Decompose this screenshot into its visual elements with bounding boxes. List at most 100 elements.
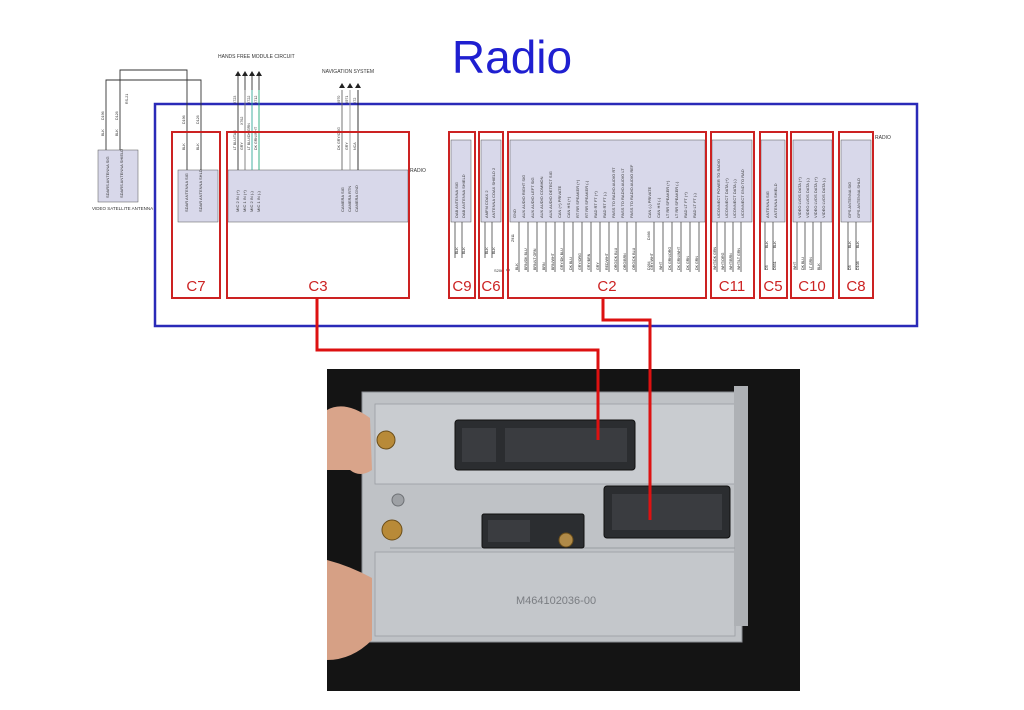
label-c11: C11 bbox=[719, 278, 745, 295]
pin-c6-1: AMFM COAX 2 bbox=[484, 190, 489, 218]
outline-c7 bbox=[171, 131, 221, 299]
wire-c2-11: RED/WHT bbox=[605, 252, 609, 270]
pin-c9-2: DAB ANTENNA SHIELD bbox=[461, 174, 466, 218]
outline-c5 bbox=[759, 131, 788, 299]
link-c3 bbox=[315, 298, 600, 440]
pin-c2-9: RT RR SPEAKER (-) bbox=[584, 180, 589, 218]
wire-c9-1: BLK bbox=[455, 247, 459, 254]
radio-photo: M464102036-00 bbox=[327, 369, 800, 691]
outline-c6 bbox=[478, 131, 504, 299]
hands-free-label: HANDS FREE MODULE CIRCUIT bbox=[218, 54, 295, 60]
antenna-pin-1: SDARS ANTENNA SIG bbox=[105, 156, 110, 198]
wire-c11-1: WHT/DK GRN bbox=[713, 246, 717, 270]
pin-c8-1: GPS ANTENNA SIG bbox=[847, 182, 852, 218]
wire-c11-3: WHT/BRN bbox=[729, 253, 733, 270]
coax-connector-2 bbox=[381, 519, 403, 541]
wire-c2-12: ORG/DK BLU bbox=[614, 247, 618, 270]
antenna-relay: RS-21 bbox=[125, 94, 129, 104]
pin-c2-15: CAN (-) PRIVATE bbox=[647, 186, 652, 218]
pin-c3-5: CAMERA SIG bbox=[340, 187, 345, 212]
part-number: M464102036-00 bbox=[516, 595, 596, 607]
wire-c3-1: LT BLU/TAN bbox=[233, 130, 237, 150]
pin-c8-2: GPS ANTENNA SHLD bbox=[856, 178, 861, 218]
label-c6: C6 bbox=[481, 278, 500, 295]
wire-c8-1: BLK bbox=[848, 241, 852, 248]
hand bbox=[327, 406, 372, 474]
pin-c2-8: RT RR SPEAKER (+) bbox=[575, 179, 580, 218]
pin-c3-2: MIC 1 IN (+) bbox=[242, 189, 247, 212]
pin-c2-10: RAD RT FT (+) bbox=[593, 191, 598, 218]
wire-c2-6: GRY/DK BLU bbox=[560, 248, 564, 270]
pin-c2-18: LT RR SPEAKER (-) bbox=[674, 181, 679, 218]
wire-c10-4: BLK bbox=[817, 263, 821, 270]
wire-c2-15: GRY/WHT bbox=[650, 252, 654, 270]
wire-c3-2: GRY bbox=[240, 142, 244, 150]
pin-c11-4: UCONNECT GND TO RAD bbox=[740, 169, 745, 218]
pin-c3-4: MIC 1 IN (-) bbox=[256, 190, 261, 212]
wire-c2-19: DK GRN bbox=[686, 256, 690, 270]
pin-c11-3: UCONNECT DATA (-) bbox=[732, 179, 737, 218]
connector-labels: C7 C3 C9 C6 C2 C11 C5 C10 C8 bbox=[186, 278, 865, 295]
wire-c2-13: ORG/BRN bbox=[623, 253, 627, 270]
pin-c2-7: CAN HS (+) bbox=[566, 196, 571, 218]
pin-c2-16: CAN HS (-) bbox=[656, 197, 661, 218]
label-c3: C3 bbox=[308, 278, 327, 295]
coax-connector-3 bbox=[558, 532, 574, 548]
antenna-wire-1: BLK bbox=[101, 129, 105, 136]
pin-blocks bbox=[177, 139, 872, 223]
wire-c10-2: DK BLU bbox=[801, 257, 805, 270]
radio-module-outline bbox=[153, 102, 919, 328]
connector-pins-upper bbox=[462, 428, 627, 462]
wire-c3-4: DK GRN/WHT bbox=[254, 126, 258, 150]
splice-label: S206 bbox=[494, 268, 504, 273]
pin-c2-17: LT RR SPEAKER (+) bbox=[665, 180, 670, 218]
top-wires bbox=[186, 90, 359, 170]
pin-block-c10 bbox=[792, 139, 833, 223]
pin-c9-1: DAB ANTENNA SIG bbox=[454, 182, 459, 218]
pin-c2-1: GND bbox=[512, 209, 517, 218]
pin-block-c2 bbox=[509, 139, 706, 223]
wire-c2-9: GRY/BRN bbox=[587, 253, 591, 270]
outline-c2 bbox=[507, 131, 707, 299]
label-c5: C5 bbox=[763, 278, 782, 295]
pin-c2-3: AUX AUDIO LEFT SIG bbox=[530, 177, 535, 218]
wire-c5-1: BLK bbox=[765, 241, 769, 248]
wire-c2-18: DK GRN/WHT bbox=[677, 246, 681, 270]
pin-c7-1: SDAR ANTENNA SIG bbox=[184, 173, 189, 212]
pin-c10-3: VIDEO LVDS DATA (+) bbox=[813, 177, 818, 218]
navigation-label: NAVIGATION SYSTEM bbox=[322, 69, 374, 75]
pin-c11-1: UCONNECT POWER TO RADIO bbox=[716, 159, 721, 218]
wire-c2-7: DK BLU bbox=[569, 257, 573, 270]
pin-block-c9 bbox=[450, 139, 472, 223]
wire-stubs bbox=[454, 222, 857, 272]
pin-functions: SDAR ANTENNA SIG SDAR ANTENNA SHLD MIC 2… bbox=[184, 159, 861, 218]
pin-c2-12: PASS TO RADIO AUDIO RT bbox=[611, 167, 616, 218]
c3-top-labels: LT BLU/TAN GRY LT BLU/DK GRN DK GRN/WHT … bbox=[182, 96, 357, 150]
wire-c10-3: LT GRN bbox=[809, 257, 813, 270]
wire-c6-2: BLK bbox=[492, 247, 496, 254]
circuit-c7-2: D126 bbox=[196, 115, 200, 124]
antenna-label: VIDEO SATELLITE ANTENNA bbox=[92, 206, 153, 211]
pin-c2-4: AUX AUDIO COMMON bbox=[539, 176, 544, 218]
wire-c5-2: BLK bbox=[773, 241, 777, 248]
label-c10: C10 bbox=[798, 278, 826, 295]
wire-color-labels: BLK BLK BLK BLK BLK BRN/DK BLU BRN/LT GR… bbox=[455, 231, 860, 270]
antenna-block: SDARS ANTENNA SIG SDARS ANTENNA SHIELD V… bbox=[92, 69, 202, 211]
pin-c10-2: VIDEO LVDS DATA (-) bbox=[805, 178, 810, 218]
circuit-c3-1: X723 bbox=[233, 96, 237, 104]
wire-c2-8: GRY/ORG bbox=[578, 253, 582, 270]
outline-c10 bbox=[790, 131, 834, 299]
outline-c8 bbox=[838, 131, 874, 299]
wire-c11-4: WHT/LT GRN bbox=[737, 248, 741, 270]
pin-block-c11 bbox=[711, 139, 753, 223]
pin-c10-4: VIDEO LVDS DATA (-) bbox=[821, 178, 826, 218]
link-lines bbox=[315, 298, 652, 520]
chassis-bottom-panel bbox=[374, 551, 736, 637]
wire-c10-1: WHT bbox=[793, 261, 797, 270]
antenna-wire-2: BLK bbox=[115, 129, 119, 136]
wire-c2-14: ORG/DK BLU bbox=[632, 247, 636, 270]
chassis-right-flange bbox=[734, 386, 748, 626]
antenna-circuit-2: D126 bbox=[115, 111, 119, 120]
wire-c2-4: BRN bbox=[542, 262, 546, 270]
circuit-c8-1: D5 bbox=[848, 265, 852, 270]
